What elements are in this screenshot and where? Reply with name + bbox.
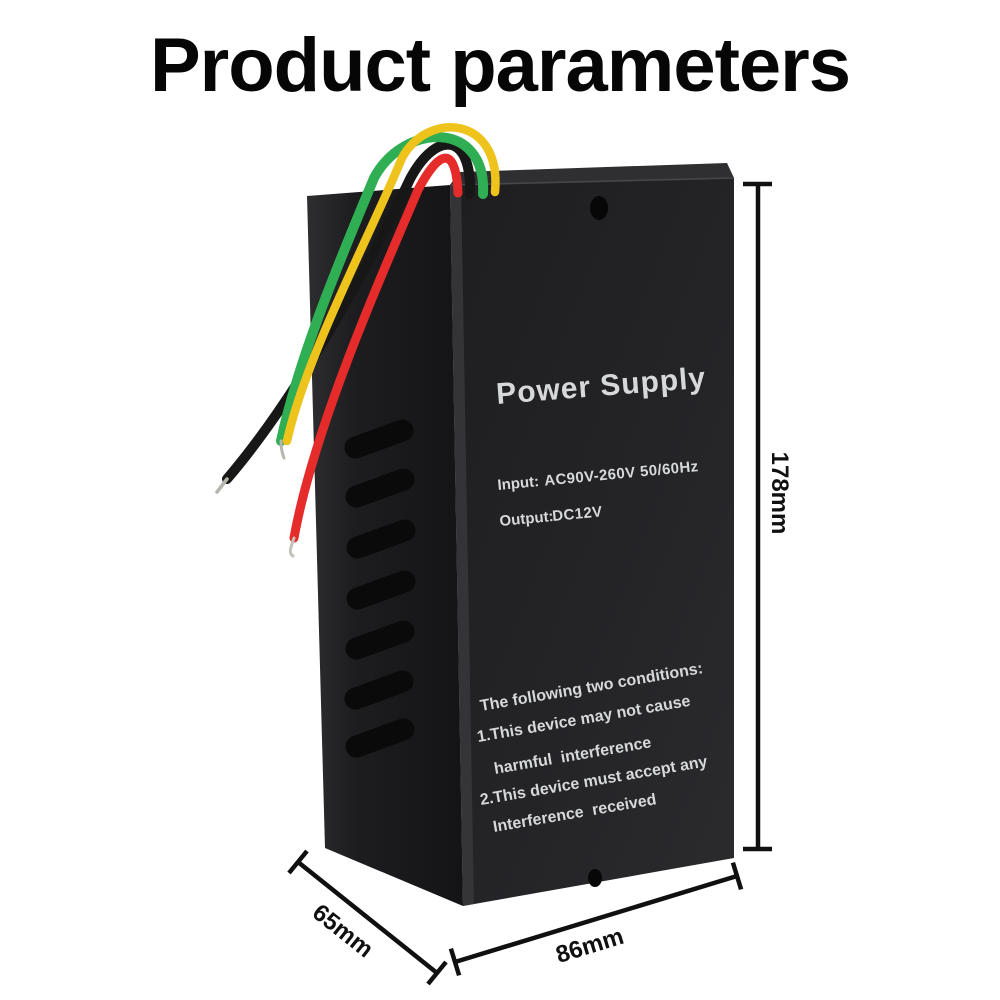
width-dimension-tick-right <box>730 861 744 891</box>
depth-dimension-label: 65mm <box>307 899 378 963</box>
vent-louver-slot <box>346 570 416 610</box>
width-dimension-line <box>454 873 738 965</box>
wire-red-bare-tip <box>288 536 296 558</box>
input-label: Input: <box>497 473 540 494</box>
output-label: Output: <box>499 508 555 530</box>
vent-louver-slot <box>344 419 414 459</box>
vent-louvers <box>344 419 416 758</box>
height-dimension: 178mm <box>743 181 793 852</box>
wire-black-bare-tip <box>215 477 229 494</box>
screw-hole-bottom <box>588 869 602 887</box>
vent-louver-slot <box>345 620 415 660</box>
vent-louver-slot <box>345 718 415 758</box>
box-front-face <box>450 178 734 906</box>
box-front-left-bevel <box>450 184 474 906</box>
vent-louver-slot <box>346 519 416 559</box>
wire-green-bare-tip <box>279 439 286 460</box>
vent-louver-slot <box>344 670 414 710</box>
output-wires <box>215 123 500 558</box>
height-dimension-label: 178mm <box>766 452 793 535</box>
vent-louver-slot <box>345 468 415 508</box>
output-value: DC12V <box>552 503 604 525</box>
page-title: Product parameters <box>149 23 851 108</box>
depth-dimension-tick-right <box>426 960 448 986</box>
wire-black <box>222 139 476 484</box>
depth-dimension-line <box>296 860 439 975</box>
wire-yellow <box>282 123 500 446</box>
wire-red <box>289 153 463 543</box>
depth-dimension-tick-left <box>287 849 309 875</box>
wire-green <box>276 132 489 446</box>
screw-hole-top <box>590 196 608 220</box>
width-dimension-tick-left <box>448 947 462 977</box>
